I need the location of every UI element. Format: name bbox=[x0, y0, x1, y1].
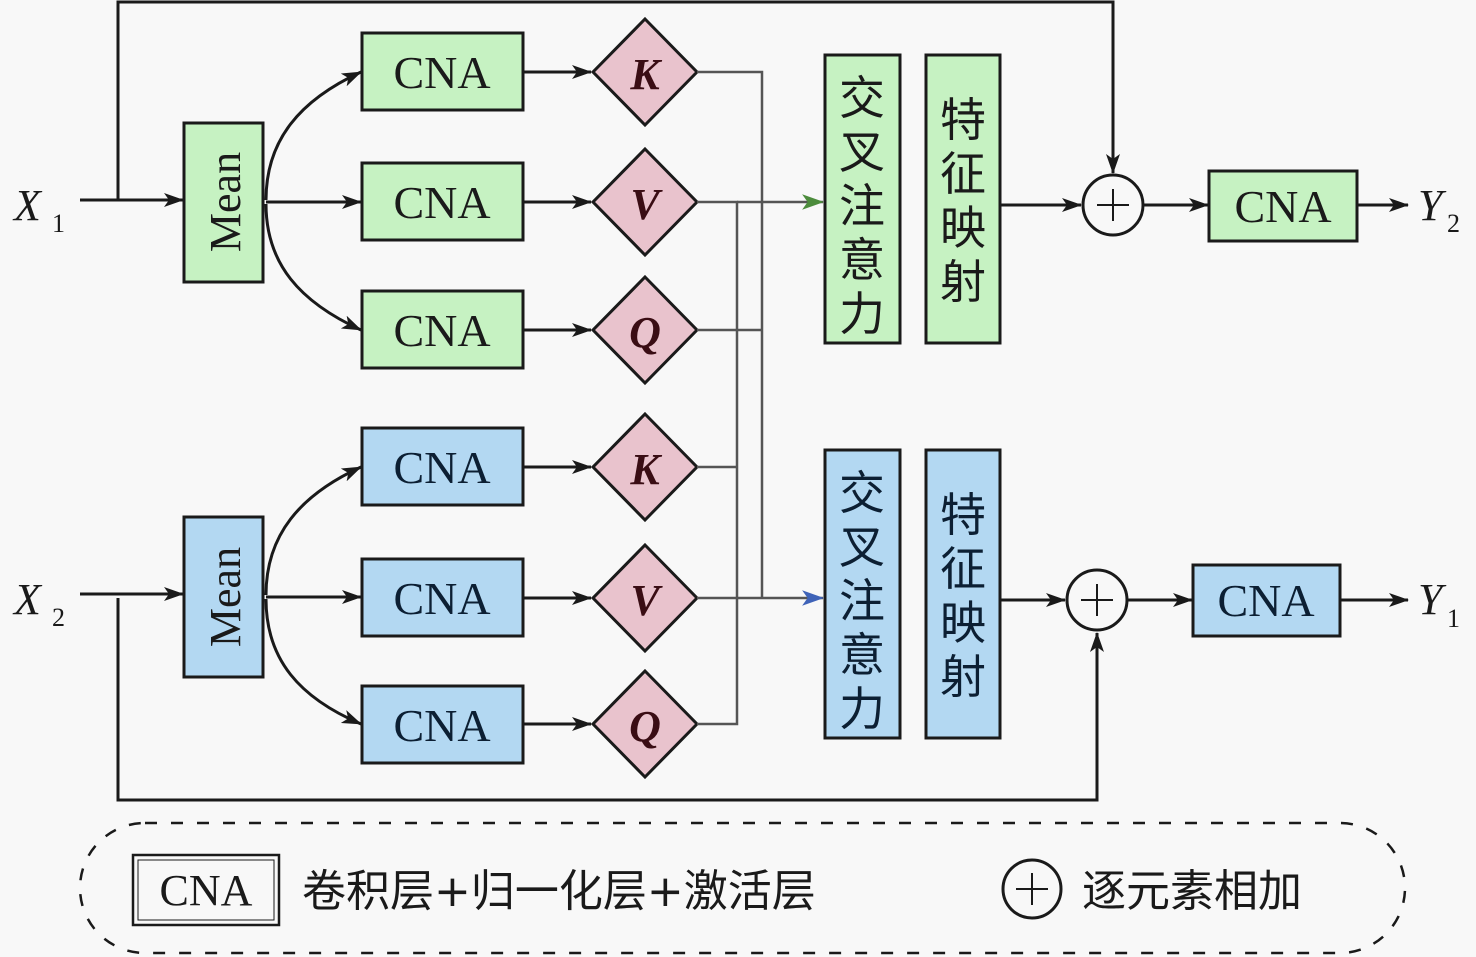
cross-attention-label-bottom: 交叉注意力 bbox=[839, 466, 885, 736]
add-node-bottom bbox=[1065, 568, 1129, 632]
skip-connection-x2 bbox=[116, 598, 1104, 802]
key-label-top: K bbox=[629, 50, 662, 99]
query-label-bottom: Q bbox=[629, 702, 661, 751]
input-x1-subscript: 1 bbox=[52, 209, 65, 238]
cna-label-v-bottom: CNA bbox=[393, 573, 490, 624]
value-label-bottom: V bbox=[630, 576, 663, 625]
legend-item-cna: CNA 卷积层+归一化层+激活层 bbox=[131, 853, 816, 927]
input-x1-label: X bbox=[12, 181, 43, 230]
mean-label-top: Mean bbox=[201, 152, 250, 252]
input-x1: X 1 bbox=[12, 181, 65, 238]
cna-box-q-top bbox=[360, 289, 525, 370]
cna-box-v-top bbox=[360, 161, 525, 242]
skip-connection-x1 bbox=[116, 0, 1120, 200]
output-cna-label-top: CNA bbox=[1234, 181, 1331, 232]
query-label-top: Q bbox=[629, 308, 661, 357]
connector-top-k bbox=[697, 70, 764, 598]
cna-box-k-bottom bbox=[360, 426, 525, 507]
legend-cna-description: 卷积层+归一化层+激活层 bbox=[302, 866, 816, 917]
value-diamond-bottom bbox=[590, 542, 700, 654]
qkv-cross-connections bbox=[697, 70, 764, 726]
mean-label-bottom: Mean bbox=[201, 547, 250, 647]
legend-add-description: 逐元素相加 bbox=[1082, 866, 1302, 917]
output-y1-label: Y bbox=[1418, 575, 1447, 624]
key-label-bottom: K bbox=[629, 445, 662, 494]
cross-attention-box-top bbox=[823, 53, 902, 345]
arrow-mean-to-cna-q-bottom bbox=[264, 598, 362, 726]
key-diamond-bottom bbox=[590, 411, 700, 523]
connector-top-v bbox=[697, 200, 739, 726]
legend: CNA 卷积层+归一化层+激活层 逐元素相加 bbox=[78, 821, 1407, 955]
feature-mapping-box-bottom bbox=[924, 448, 1002, 740]
feature-mapping-box-top bbox=[924, 53, 1002, 345]
cross-attention-label-top: 交叉注意力 bbox=[839, 71, 885, 341]
cna-box-k-top bbox=[360, 31, 525, 112]
cna-box-v-bottom bbox=[360, 557, 525, 638]
output-y1: Y 1 bbox=[1418, 575, 1460, 633]
output-y2: Y 2 bbox=[1418, 181, 1460, 238]
cna-box-q-bottom bbox=[360, 684, 525, 765]
output-y1-subscript: 1 bbox=[1447, 604, 1460, 633]
cross-attention-box-bottom bbox=[823, 448, 902, 740]
cna-label-k-bottom: CNA bbox=[393, 442, 490, 493]
arrow-mean-to-cna-k-bottom bbox=[264, 465, 362, 596]
input-x2-subscript: 2 bbox=[52, 603, 65, 632]
query-diamond-bottom bbox=[590, 668, 700, 780]
output-cna-box-top bbox=[1207, 169, 1359, 243]
output-y2-label: Y bbox=[1418, 181, 1447, 230]
value-diamond-top bbox=[590, 146, 700, 258]
branch-top: Mean CNA CNA CNA K V Q 交叉注意力 特征映射 CNA bbox=[182, 16, 1409, 386]
cna-label-q-bottom: CNA bbox=[393, 700, 490, 751]
arrow-mean-to-cna-k-top bbox=[264, 70, 362, 201]
feature-mapping-label-top: 特征映射 bbox=[940, 93, 986, 309]
value-label-top: V bbox=[630, 180, 663, 229]
output-cna-box-bottom bbox=[1191, 563, 1342, 638]
feature-mapping-label-bottom: 特征映射 bbox=[940, 488, 986, 704]
cna-label-k-top: CNA bbox=[393, 47, 490, 98]
branch-bottom: Mean CNA CNA CNA K V Q 交叉注意力 特征映射 CNA bbox=[182, 411, 1409, 780]
output-cna-label-bottom: CNA bbox=[1217, 575, 1314, 626]
arrow-mean-to-cna-q-top bbox=[264, 203, 362, 332]
legend-cna-symbol: CNA bbox=[160, 866, 253, 915]
legend-cna-swatch bbox=[131, 853, 281, 927]
input-x2-label: X bbox=[12, 575, 43, 624]
output-y2-subscript: 2 bbox=[1447, 209, 1460, 238]
query-diamond-top bbox=[590, 274, 700, 386]
legend-item-add: 逐元素相加 bbox=[1001, 858, 1302, 920]
input-x2: X 2 bbox=[12, 575, 65, 632]
key-diamond-top bbox=[590, 16, 700, 128]
add-node-top bbox=[1081, 173, 1145, 237]
mean-box-bottom bbox=[182, 515, 265, 679]
cna-label-v-top: CNA bbox=[393, 177, 490, 228]
mean-box-top bbox=[182, 121, 265, 284]
cna-label-q-top: CNA bbox=[393, 305, 490, 356]
